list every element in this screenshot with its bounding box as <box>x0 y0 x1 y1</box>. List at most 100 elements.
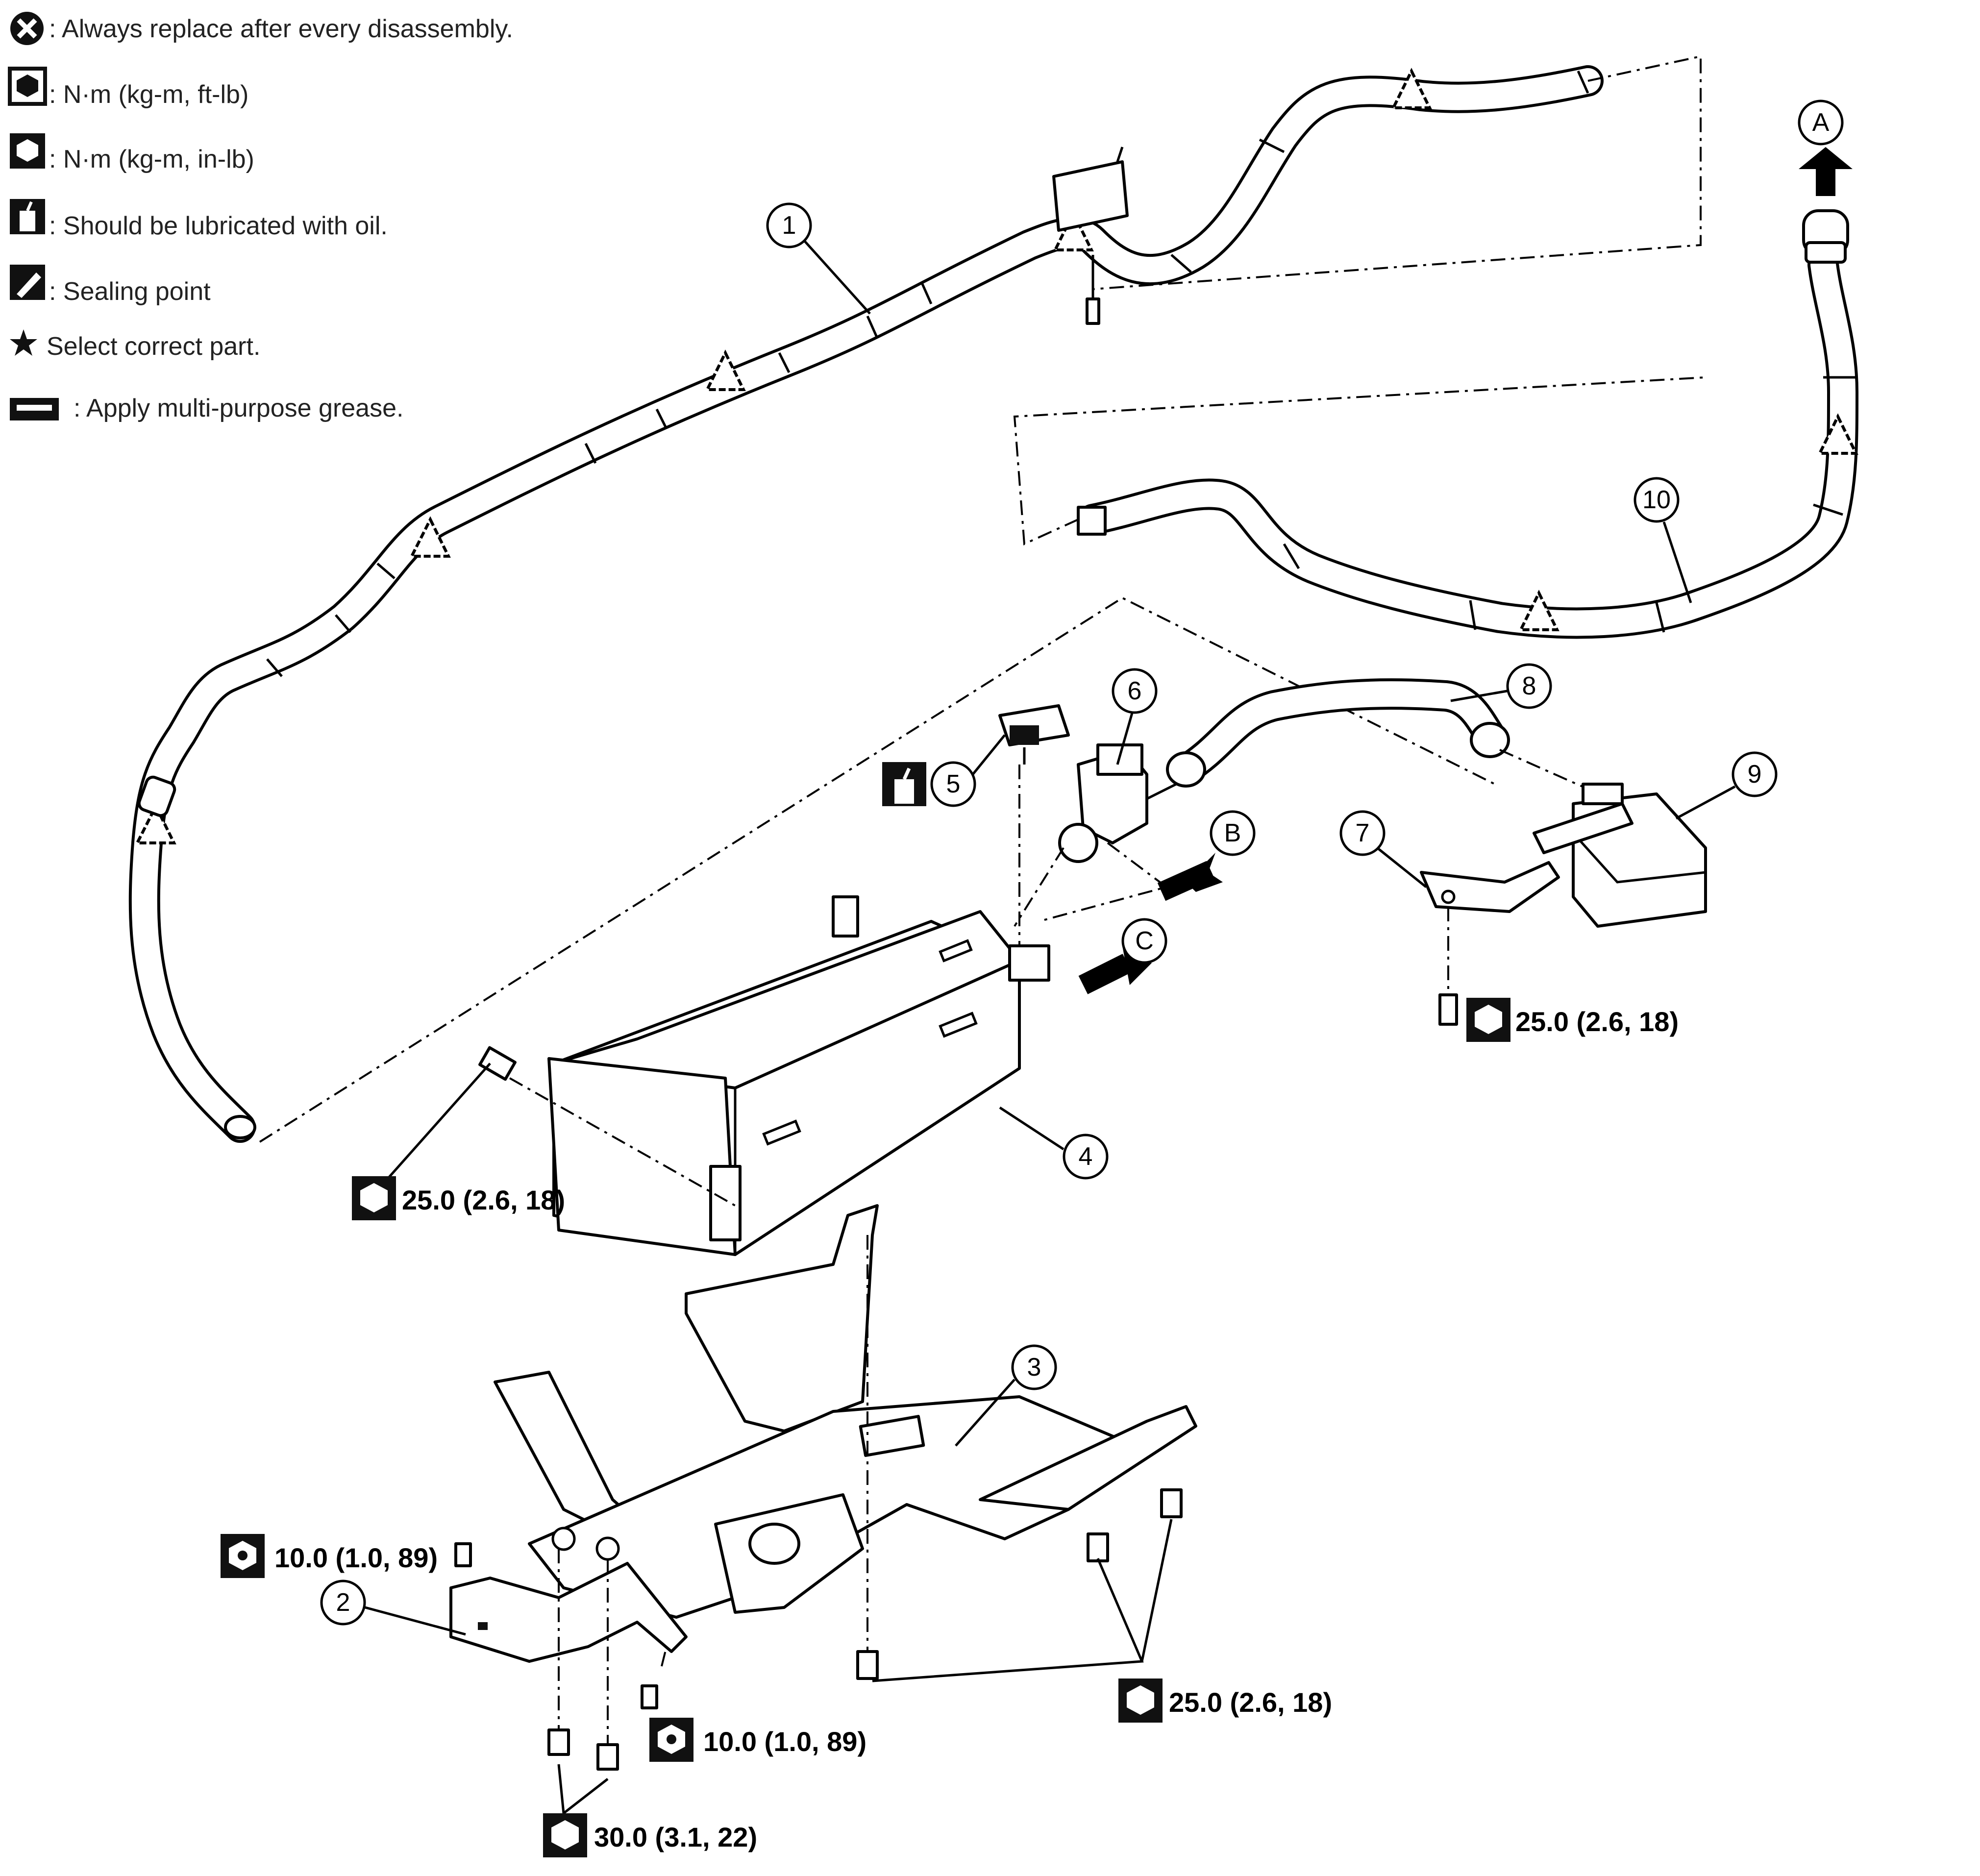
routing-line-b <box>1039 842 1169 922</box>
canister-bracket-3 <box>494 1204 1197 1619</box>
hose-end-cap <box>224 1115 256 1139</box>
svg-text:10: 10 <box>1642 486 1671 514</box>
torque-wrench-small-icon <box>649 1718 693 1762</box>
svg-text:7: 7 <box>1356 819 1370 847</box>
torque-labels: 25.0 (2.6, 18) 25.0 (2.6, 18) 10.0 (1.0,… <box>221 998 1679 1857</box>
svg-text:1: 1 <box>782 211 796 240</box>
svg-text:10.0 (1.0, 89): 10.0 (1.0, 89) <box>703 1726 866 1757</box>
torque-bracket-right: 10.0 (1.0, 89) <box>649 1718 866 1762</box>
drain-hose-end <box>1077 506 1107 536</box>
torque-wrench-small-icon <box>10 133 45 169</box>
oil-can-icon <box>10 199 45 234</box>
callout-7: 7 <box>1339 810 1427 888</box>
sealing-point-icon <box>10 265 45 300</box>
legend-item-torque-ftlb: : N·m (kg-m, ft-lb) <box>49 80 248 109</box>
filter-nozzle <box>1582 783 1624 805</box>
part-callouts: 1 2 3 4 5 6 <box>320 99 1844 1636</box>
routing-line-hose10 <box>1013 376 1706 546</box>
mounting-bolts <box>454 1235 1183 1771</box>
callout-8: 8 <box>1450 663 1552 709</box>
svg-text:9: 9 <box>1748 760 1762 789</box>
drain-hose-cap-ring <box>1805 241 1847 264</box>
direction-arrow-a <box>1799 147 1853 196</box>
svg-text:4: 4 <box>1079 1142 1093 1171</box>
routing-line-valve <box>1014 847 1064 927</box>
torque-wrench-icon <box>1118 1679 1163 1723</box>
canister-side-port <box>1008 944 1050 982</box>
sealing-triangle-icon <box>135 68 1432 844</box>
sealing-triangle-icon <box>1518 413 1858 631</box>
callout-10: 10 <box>1634 477 1692 603</box>
callout-2: 2 <box>320 1580 466 1636</box>
hose-8-end-right <box>1470 722 1510 758</box>
direction-arrow-b <box>1157 853 1223 901</box>
bracket-7 <box>1420 861 1560 1026</box>
svg-text:5: 5 <box>946 770 961 798</box>
canister-top-port <box>832 895 859 938</box>
star-icon <box>10 329 37 356</box>
callout-4: 4 <box>999 1106 1109 1180</box>
svg-text:25.0 (2.6, 18): 25.0 (2.6, 18) <box>1169 1687 1332 1718</box>
torque-wrench-icon <box>1466 998 1510 1042</box>
routing-line-hose1-canister <box>259 596 1495 1143</box>
svg-text:A: A <box>1812 108 1830 137</box>
drain-filter-9 <box>1533 783 1707 928</box>
vent-hose-1 <box>128 65 1604 1143</box>
drain-hose-10 <box>1077 209 1858 639</box>
svg-text:8: 8 <box>1522 672 1536 700</box>
routing-line-upper <box>1092 55 1702 290</box>
hose-8-end-left <box>1166 751 1206 788</box>
legend-item-torque-inlb: : N·m (kg-m, in-lb) <box>49 145 254 173</box>
legend: : Always replace after every disassembly… <box>8 12 513 422</box>
legend-item-replace: : Always replace after every disassembly… <box>49 15 513 43</box>
legend-item-oil: : Should be lubricated with oil. <box>49 212 388 240</box>
torque-bracket-left: 10.0 (1.0, 89) <box>221 1534 438 1578</box>
hose-clamp-fitting <box>137 775 176 817</box>
torque-bracket-7: 25.0 (2.6, 18) <box>1466 998 1679 1042</box>
svg-text:30.0 (3.1, 22): 30.0 (3.1, 22) <box>594 1822 757 1852</box>
bracket-2 <box>449 1527 688 1663</box>
hose-bracket <box>1052 147 1129 325</box>
callout-1: 1 <box>766 202 871 315</box>
sensor-5 <box>998 704 1070 765</box>
torque-base-right: 25.0 (2.6, 18) <box>1118 1679 1332 1723</box>
legend-item-select-part: Select correct part. <box>47 332 260 361</box>
replace-icon <box>10 12 44 45</box>
bracket-7-bolt <box>1438 993 1458 1026</box>
svg-text:10.0 (1.0, 89): 10.0 (1.0, 89) <box>274 1542 438 1573</box>
valve-connector <box>1096 743 1143 776</box>
canister-bolt <box>478 1046 517 1081</box>
callout-b: B <box>1210 810 1256 856</box>
torque-wrench-small-icon <box>221 1534 265 1578</box>
canister-mount-tab <box>709 1165 742 1241</box>
callout-c: C <box>1121 918 1167 964</box>
svg-text:6: 6 <box>1128 677 1142 705</box>
torque-wrench-icon <box>543 1813 587 1857</box>
svg-text:2: 2 <box>336 1588 350 1617</box>
evap-canister-4 <box>547 895 1050 1256</box>
hose-8 <box>1166 678 1510 788</box>
bracket-center-plate <box>859 1415 925 1457</box>
legend-item-sealing: : Sealing point <box>49 277 211 306</box>
valve-port <box>1058 823 1098 863</box>
routing-line-canister-bolt <box>509 1077 736 1207</box>
svg-text:3: 3 <box>1027 1353 1041 1382</box>
torque-base-bottom: 30.0 (3.1, 22) <box>543 1813 757 1857</box>
torque-canister: 25.0 (2.6, 18) <box>352 1176 565 1220</box>
oil-can-icon <box>882 762 926 806</box>
torque-wrench-icon <box>8 67 47 106</box>
hose-rings-10 <box>1283 376 1857 633</box>
svg-text:25.0 (2.6, 18): 25.0 (2.6, 18) <box>1515 1006 1679 1037</box>
grease-icon <box>10 398 59 420</box>
svg-text:B: B <box>1224 819 1241 847</box>
legend-item-grease: : Apply multi-purpose grease. <box>74 394 403 422</box>
callout-5: 5 <box>930 734 1006 807</box>
hose-bracket-bolt <box>1086 297 1100 325</box>
callout-3: 3 <box>955 1344 1057 1447</box>
callout-6: 6 <box>1112 668 1158 765</box>
hose-rings-1 <box>266 70 1589 677</box>
callout-a: A <box>1798 99 1844 146</box>
svg-text:C: C <box>1135 927 1154 955</box>
torque-wrench-icon <box>352 1176 396 1220</box>
